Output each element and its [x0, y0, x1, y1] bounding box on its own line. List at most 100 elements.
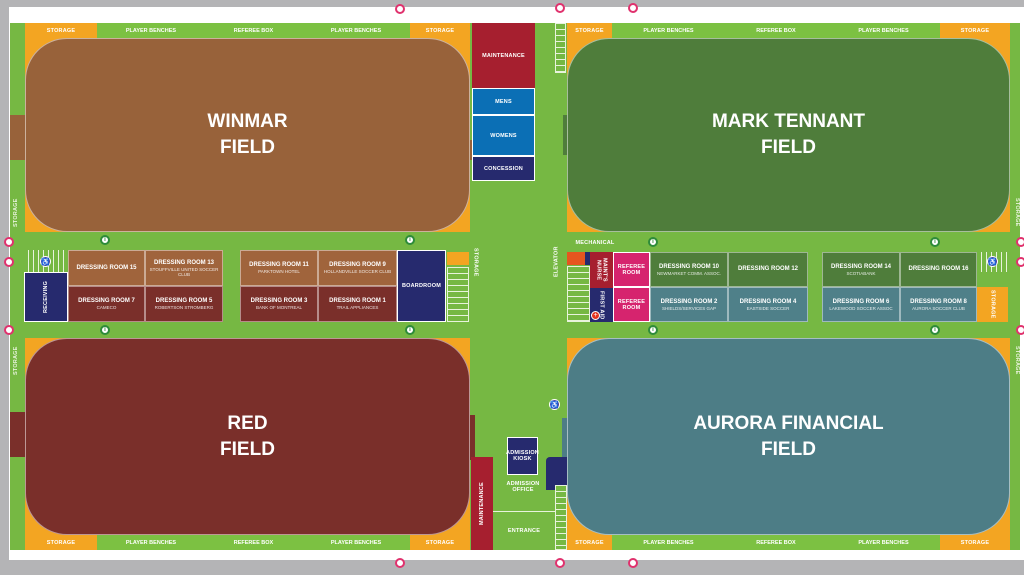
elevator-label: ELEVATOR — [553, 246, 560, 278]
stairs — [447, 267, 469, 322]
info-marker-icon: i — [405, 325, 415, 335]
dressing-room-16[interactable]: DRESSING ROOM 16 — [900, 252, 977, 287]
info-marker-icon: i — [100, 235, 110, 245]
room-sponsor: SHIELDS/SERVICES GAP — [662, 305, 716, 311]
room-sponsor: HOLLANDVILLE SOCCER CLUB — [323, 269, 392, 274]
exit-pin-icon — [4, 237, 14, 247]
exit-pin-icon — [4, 325, 14, 335]
field-label: FIELD — [220, 137, 275, 158]
exit-pin-icon — [4, 257, 14, 267]
admission-kiosk[interactable]: ADMISSION KIOSK — [506, 437, 539, 475]
mechanical-room — [585, 252, 590, 265]
boardroom[interactable]: BOARDROOM — [397, 250, 446, 322]
room-name: DRESSING ROOM 5 — [155, 298, 213, 304]
womens-washroom[interactable]: WOMENS — [472, 115, 535, 156]
exit-pin-icon — [555, 3, 565, 13]
benches-red: PLAYER BENCHES REFEREE BOX PLAYER BENCHES — [97, 535, 410, 550]
info-marker-icon: i — [648, 325, 658, 335]
red-side-tab — [10, 412, 25, 457]
room-name: DRESSING ROOM 15 — [76, 264, 137, 271]
room-sponsor: AURORA SOCCER CLUB — [912, 305, 965, 311]
elevator — [567, 252, 585, 265]
accessible-icon: ♿ — [40, 256, 51, 267]
exit-pin-icon — [1016, 325, 1024, 335]
maint-nurse-room[interactable]: MAINT'S NURSE — [590, 252, 613, 288]
first-aid-icon: + — [591, 311, 600, 320]
label: PLAYER BENCHES — [643, 27, 694, 34]
storage-s2: STORAGE — [567, 535, 612, 550]
mens-washroom[interactable]: MENS — [472, 88, 535, 115]
label: REFEREE BOX — [756, 539, 796, 546]
exit-pin-icon — [1016, 257, 1024, 267]
room-sponsor: TRAIL APPLIANCES — [336, 305, 379, 310]
maintenance-bottom[interactable]: MAINTENANCE — [471, 457, 493, 550]
field-name: WINMAR — [207, 111, 288, 133]
concession[interactable]: CONCESSION — [472, 156, 535, 181]
label: PLAYER BENCHES — [330, 539, 382, 546]
room-name: DRESSING ROOM 7 — [78, 298, 135, 304]
exit-pin-icon — [395, 4, 405, 14]
room-sponsor: EASTSIDE SOCCER — [746, 305, 790, 311]
admission-office[interactable] — [546, 457, 567, 490]
room-name: DRESSING ROOM 2 — [660, 298, 718, 305]
field-name: RED — [227, 412, 268, 434]
referee-room-1[interactable]: REFEREE ROOM — [613, 252, 650, 287]
field-label: FIELD — [220, 438, 275, 460]
info-marker-icon: i — [930, 237, 940, 247]
receiving[interactable]: RECEIVING — [24, 272, 68, 322]
label: PLAYER BENCHES — [125, 539, 177, 546]
label: REFEREE BOX — [233, 539, 274, 546]
exit-pin-icon — [628, 558, 638, 568]
referee-room-2[interactable]: REFEREE ROOM — [613, 287, 650, 322]
room-name: DRESSING ROOM 6 — [832, 298, 890, 305]
room-name: DRESSING ROOM 9 — [329, 262, 386, 268]
room-sponsor: BANK OF MONTREAL — [255, 305, 302, 310]
storage-label: STORAGE — [13, 346, 19, 375]
info-marker-icon: i — [405, 235, 415, 245]
room-name: DRESSING ROOM 4 — [739, 298, 797, 305]
room-sponsor: ROBERTSON STROMBERG — [154, 305, 214, 310]
dressing-room-12[interactable]: DRESSING ROOM 12 — [728, 252, 808, 287]
room-name: DRESSING ROOM 10 — [658, 263, 719, 270]
room-name: DRESSING ROOM 14 — [830, 263, 891, 270]
room-name: DRESSING ROOM 16 — [908, 266, 969, 272]
label: PLAYER BENCHES — [330, 27, 382, 34]
room-name: DRESSING ROOM 12 — [737, 266, 798, 272]
room-name: DRESSING ROOM 8 — [910, 298, 967, 305]
label: PLAYER BENCHES — [858, 539, 909, 546]
admission-office-label: ADMISSION OFFICE — [506, 481, 540, 493]
exit-pin-icon — [1016, 237, 1024, 247]
info-marker-icon: i — [100, 325, 110, 335]
room-name: DRESSING ROOM 3 — [250, 298, 308, 304]
storage-n2: STORAGE — [567, 23, 612, 38]
mechanical-label: MECHANICAL — [575, 239, 615, 246]
storage-label: STORAGE — [13, 198, 19, 227]
label: PLAYER BENCHES — [643, 539, 694, 546]
winmar-field[interactable]: WINMAR FIELD — [25, 38, 470, 232]
red-field[interactable]: RED FIELD — [25, 338, 470, 535]
dressing-room-15[interactable]: DRESSING ROOM 15 — [68, 250, 145, 286]
maintenance-room[interactable]: MAINTENANCE — [472, 23, 535, 88]
field-name: AURORA FINANCIAL — [693, 412, 884, 434]
storage-label: STORAGE — [1014, 198, 1020, 227]
room-sponsor: LAKEWOOD SOCCER ASSOC — [829, 305, 893, 311]
entrance[interactable]: ENTRANCE — [493, 511, 555, 550]
field-name: MARK TENNANT — [711, 111, 866, 133]
